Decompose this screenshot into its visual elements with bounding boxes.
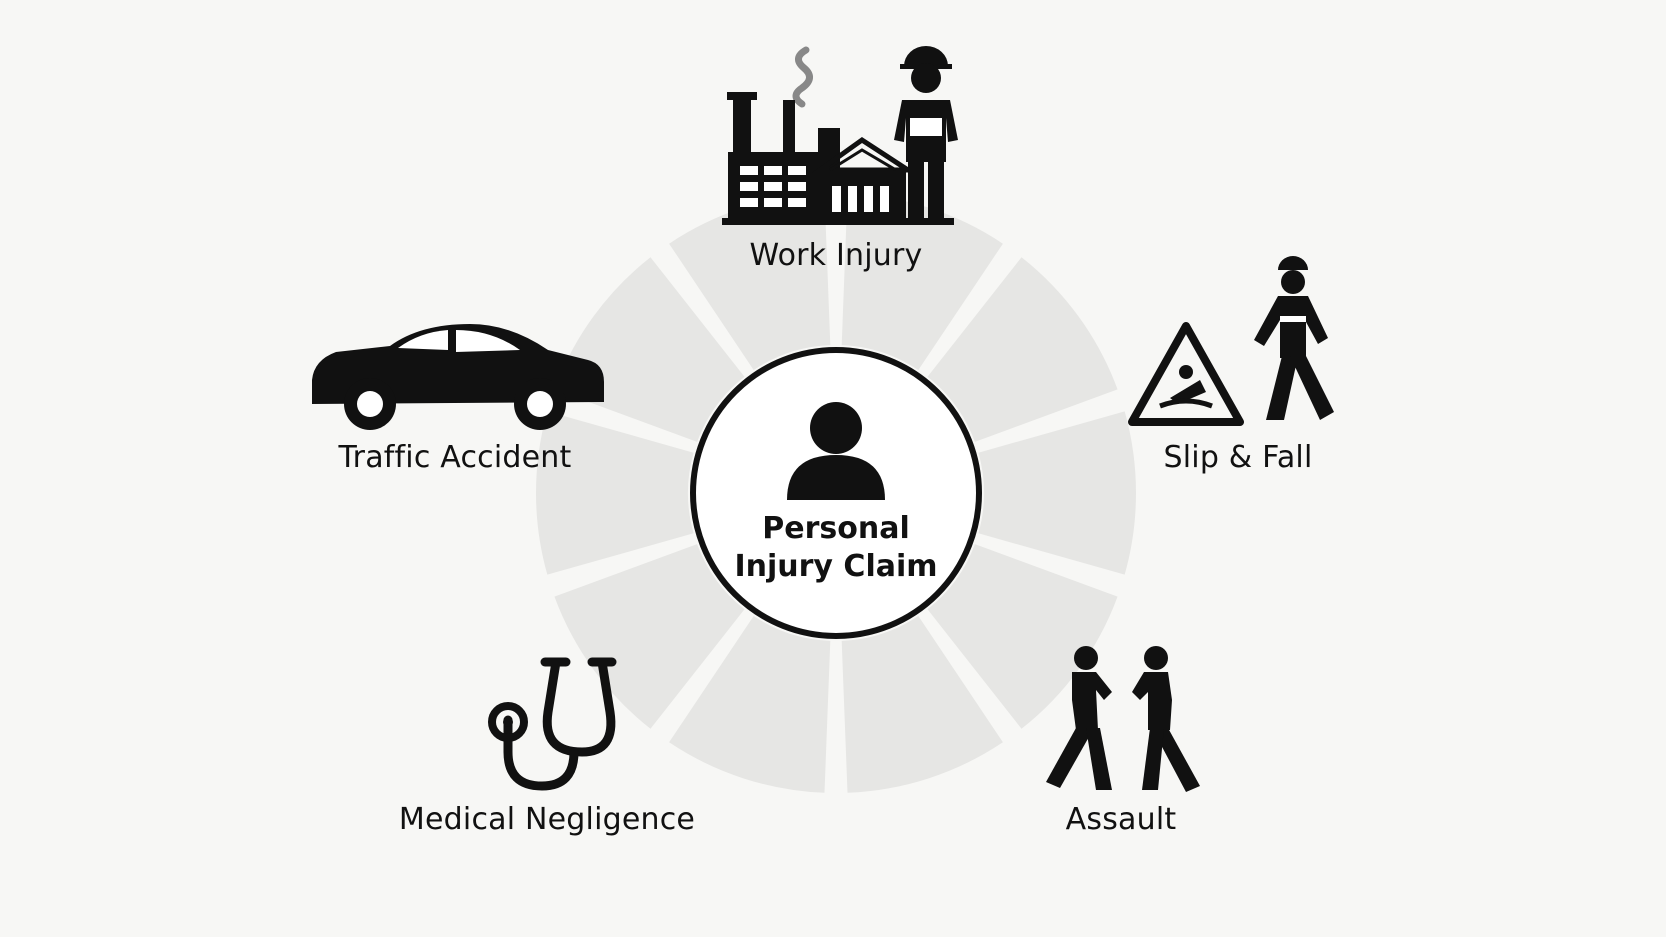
label-traffic-accident: Traffic Accident — [338, 440, 572, 475]
label-work-injury: Work Injury — [749, 238, 923, 273]
label-assault: Assault — [1065, 802, 1177, 837]
center-title-line2: Injury Claim — [734, 549, 938, 584]
fighting-people-icon — [1046, 646, 1200, 792]
ring-segment — [536, 411, 694, 575]
ring-segment — [841, 193, 1003, 371]
ring-segment — [978, 411, 1136, 575]
center-title: Personal Injury Claim — [734, 510, 937, 586]
ring-segment — [669, 615, 831, 793]
label-medical-negligence: Medical Negligence — [398, 802, 696, 837]
ring-segment — [669, 193, 831, 371]
car-icon — [312, 324, 604, 430]
person-icon — [787, 402, 885, 500]
ring-segment — [554, 544, 745, 729]
background-ring-segments — [536, 193, 1136, 793]
label-slip-fall: Slip & Fall — [1163, 440, 1313, 475]
ring-segment — [927, 257, 1118, 442]
stethoscope-icon — [488, 657, 617, 791]
ring-segment — [927, 544, 1118, 729]
ring-segment — [841, 615, 1003, 793]
center-title-line1: Personal — [762, 511, 910, 546]
warning-sign-walker-icon — [1128, 256, 1334, 426]
factory-worker-icon — [722, 46, 958, 225]
